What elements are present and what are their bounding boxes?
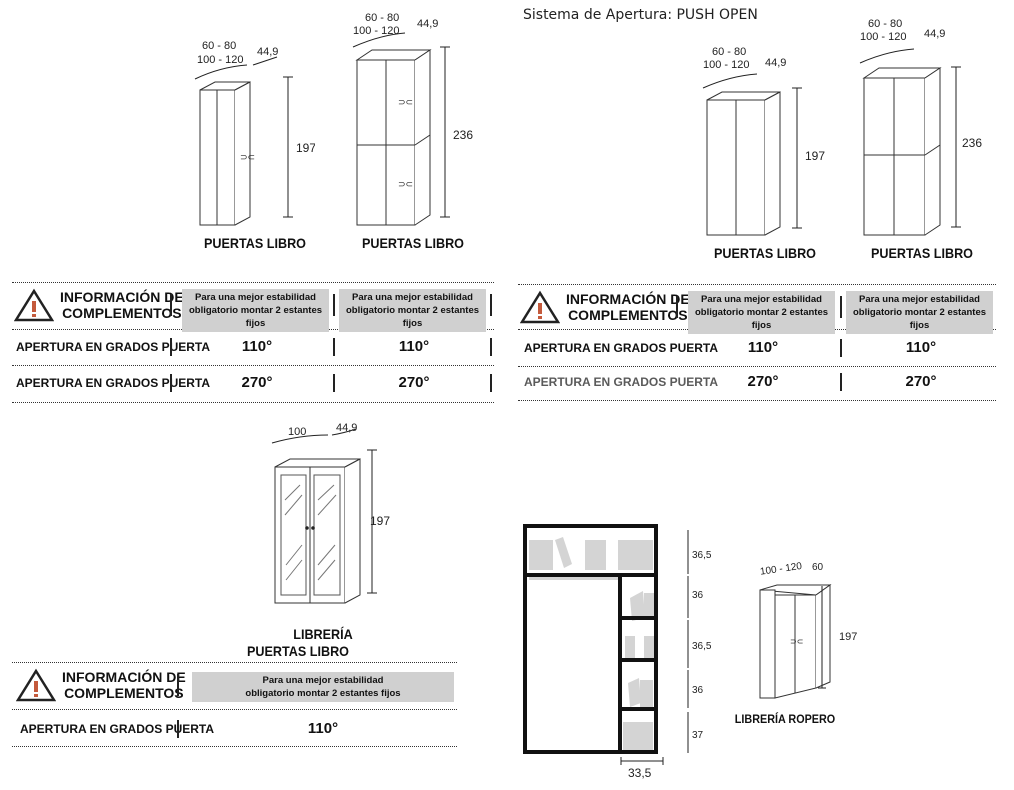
interior-height-2: 36 bbox=[692, 590, 704, 601]
width-label: 60 - 80 bbox=[365, 12, 399, 24]
width-label: 60 - 80 bbox=[868, 18, 902, 30]
product-name-5: LIBRERÍA bbox=[293, 626, 353, 642]
row-label: APERTURA EN GRADOS PUERTA bbox=[20, 722, 215, 736]
width-label-2: 100 - 120 bbox=[197, 54, 243, 66]
product-name-4: PUERTAS LIBRO bbox=[871, 245, 973, 261]
interior-width: 33,5 bbox=[628, 766, 652, 780]
value-110: 110° bbox=[747, 339, 779, 356]
value-270: 270° bbox=[905, 373, 937, 390]
product-name-3: PUERTAS LIBRO bbox=[714, 245, 816, 261]
interior-height-4: 36 bbox=[692, 685, 704, 696]
width-label: 60 - 80 bbox=[712, 46, 746, 58]
height-label: 197 bbox=[296, 141, 315, 155]
product-name-5b: PUERTAS LIBRO bbox=[247, 643, 349, 659]
row-label: APERTURA EN GRADOS PUERTA bbox=[16, 376, 211, 390]
row-label: APERTURA EN GRADOS PUERTA bbox=[16, 340, 211, 354]
width-label: 60 - 80 bbox=[202, 40, 236, 52]
cabinet-drawing-2: ⊃⊂ ⊃⊂ 236 60 - 80 100 - 120 44,9 bbox=[352, 12, 473, 226]
info-title-2: COMPLEMENTOS bbox=[64, 685, 184, 701]
value-270: 270° bbox=[241, 374, 273, 391]
warning-icon bbox=[14, 288, 54, 322]
width-label: 100 - 120 bbox=[759, 561, 803, 578]
page-title: Sistema de Apertura: PUSH OPEN bbox=[523, 7, 758, 23]
depth-label: 44,9 bbox=[924, 28, 945, 40]
books bbox=[529, 537, 654, 750]
handle-icon: ⊃⊂ bbox=[240, 152, 255, 162]
row-label: APERTURA EN GRADOS PUERTA bbox=[524, 375, 719, 389]
interior-height-5: 37 bbox=[692, 730, 704, 741]
product-name-1: PUERTAS LIBRO bbox=[204, 235, 306, 251]
cabinet-drawing-6: ⊃⊂ 197 100 - 120 60 bbox=[759, 561, 857, 699]
handle-icon: ⊃⊂ bbox=[398, 179, 413, 189]
info-title-1: INFORMACIÓN DE bbox=[62, 669, 186, 685]
svg-text:⊃⊂: ⊃⊂ bbox=[790, 637, 803, 646]
value-270: 270° bbox=[398, 374, 430, 391]
warning-icon bbox=[16, 668, 56, 702]
value-110: 110° bbox=[905, 339, 937, 356]
interior-height-1: 36,5 bbox=[692, 550, 712, 561]
depth-label: 44,9 bbox=[765, 57, 786, 69]
height-label: 197 bbox=[370, 514, 390, 528]
info-title-1: INFORMACIÓN DE bbox=[60, 289, 184, 305]
height-label: 236 bbox=[453, 128, 473, 142]
warning-icon bbox=[520, 290, 560, 324]
row-label: APERTURA EN GRADOS PUERTA bbox=[524, 341, 719, 355]
width-label: 100 bbox=[288, 426, 306, 438]
value-110: 110° bbox=[241, 338, 273, 355]
width-label-2: 100 - 120 bbox=[703, 59, 749, 71]
cabinet-drawing-4: 236 60 - 80 100 - 120 44,9 bbox=[859, 18, 982, 236]
cabinet-drawing-3: 197 60 - 80 100 - 120 44,9 bbox=[702, 46, 825, 236]
cabinet-drawing-1: ⊃⊂ 197 60 - 80 100 - 120 44,9 bbox=[194, 40, 315, 226]
height-label: 197 bbox=[805, 149, 825, 163]
depth-label: 60 bbox=[812, 562, 824, 573]
value-270: 270° bbox=[747, 373, 779, 390]
width-label-2: 100 - 120 bbox=[353, 25, 399, 37]
value-110: 110° bbox=[307, 720, 339, 737]
width-label-2: 100 - 120 bbox=[860, 31, 906, 43]
handle-icon: ⊃⊂ bbox=[398, 97, 413, 107]
interior-diagram: 36,5 36 36,5 36 37 33,5 bbox=[523, 524, 712, 780]
cabinet-drawing-5: 197 100 44,9 bbox=[271, 422, 390, 604]
info-title-2: COMPLEMENTOS bbox=[568, 307, 688, 323]
value-110: 110° bbox=[398, 338, 430, 355]
info-title-1: INFORMACIÓN DE bbox=[566, 291, 690, 307]
product-name-2: PUERTAS LIBRO bbox=[362, 235, 464, 251]
product-name-6: LIBRERÍA ROPERO bbox=[734, 712, 836, 726]
interior-height-3: 36,5 bbox=[692, 641, 712, 652]
depth-label: 44,9 bbox=[257, 46, 278, 58]
height-label: 197 bbox=[839, 631, 857, 643]
depth-label: 44,9 bbox=[336, 422, 357, 434]
height-label: 236 bbox=[962, 136, 982, 150]
info-title-2: COMPLEMENTOS bbox=[62, 305, 182, 321]
depth-label: 44,9 bbox=[417, 18, 438, 30]
